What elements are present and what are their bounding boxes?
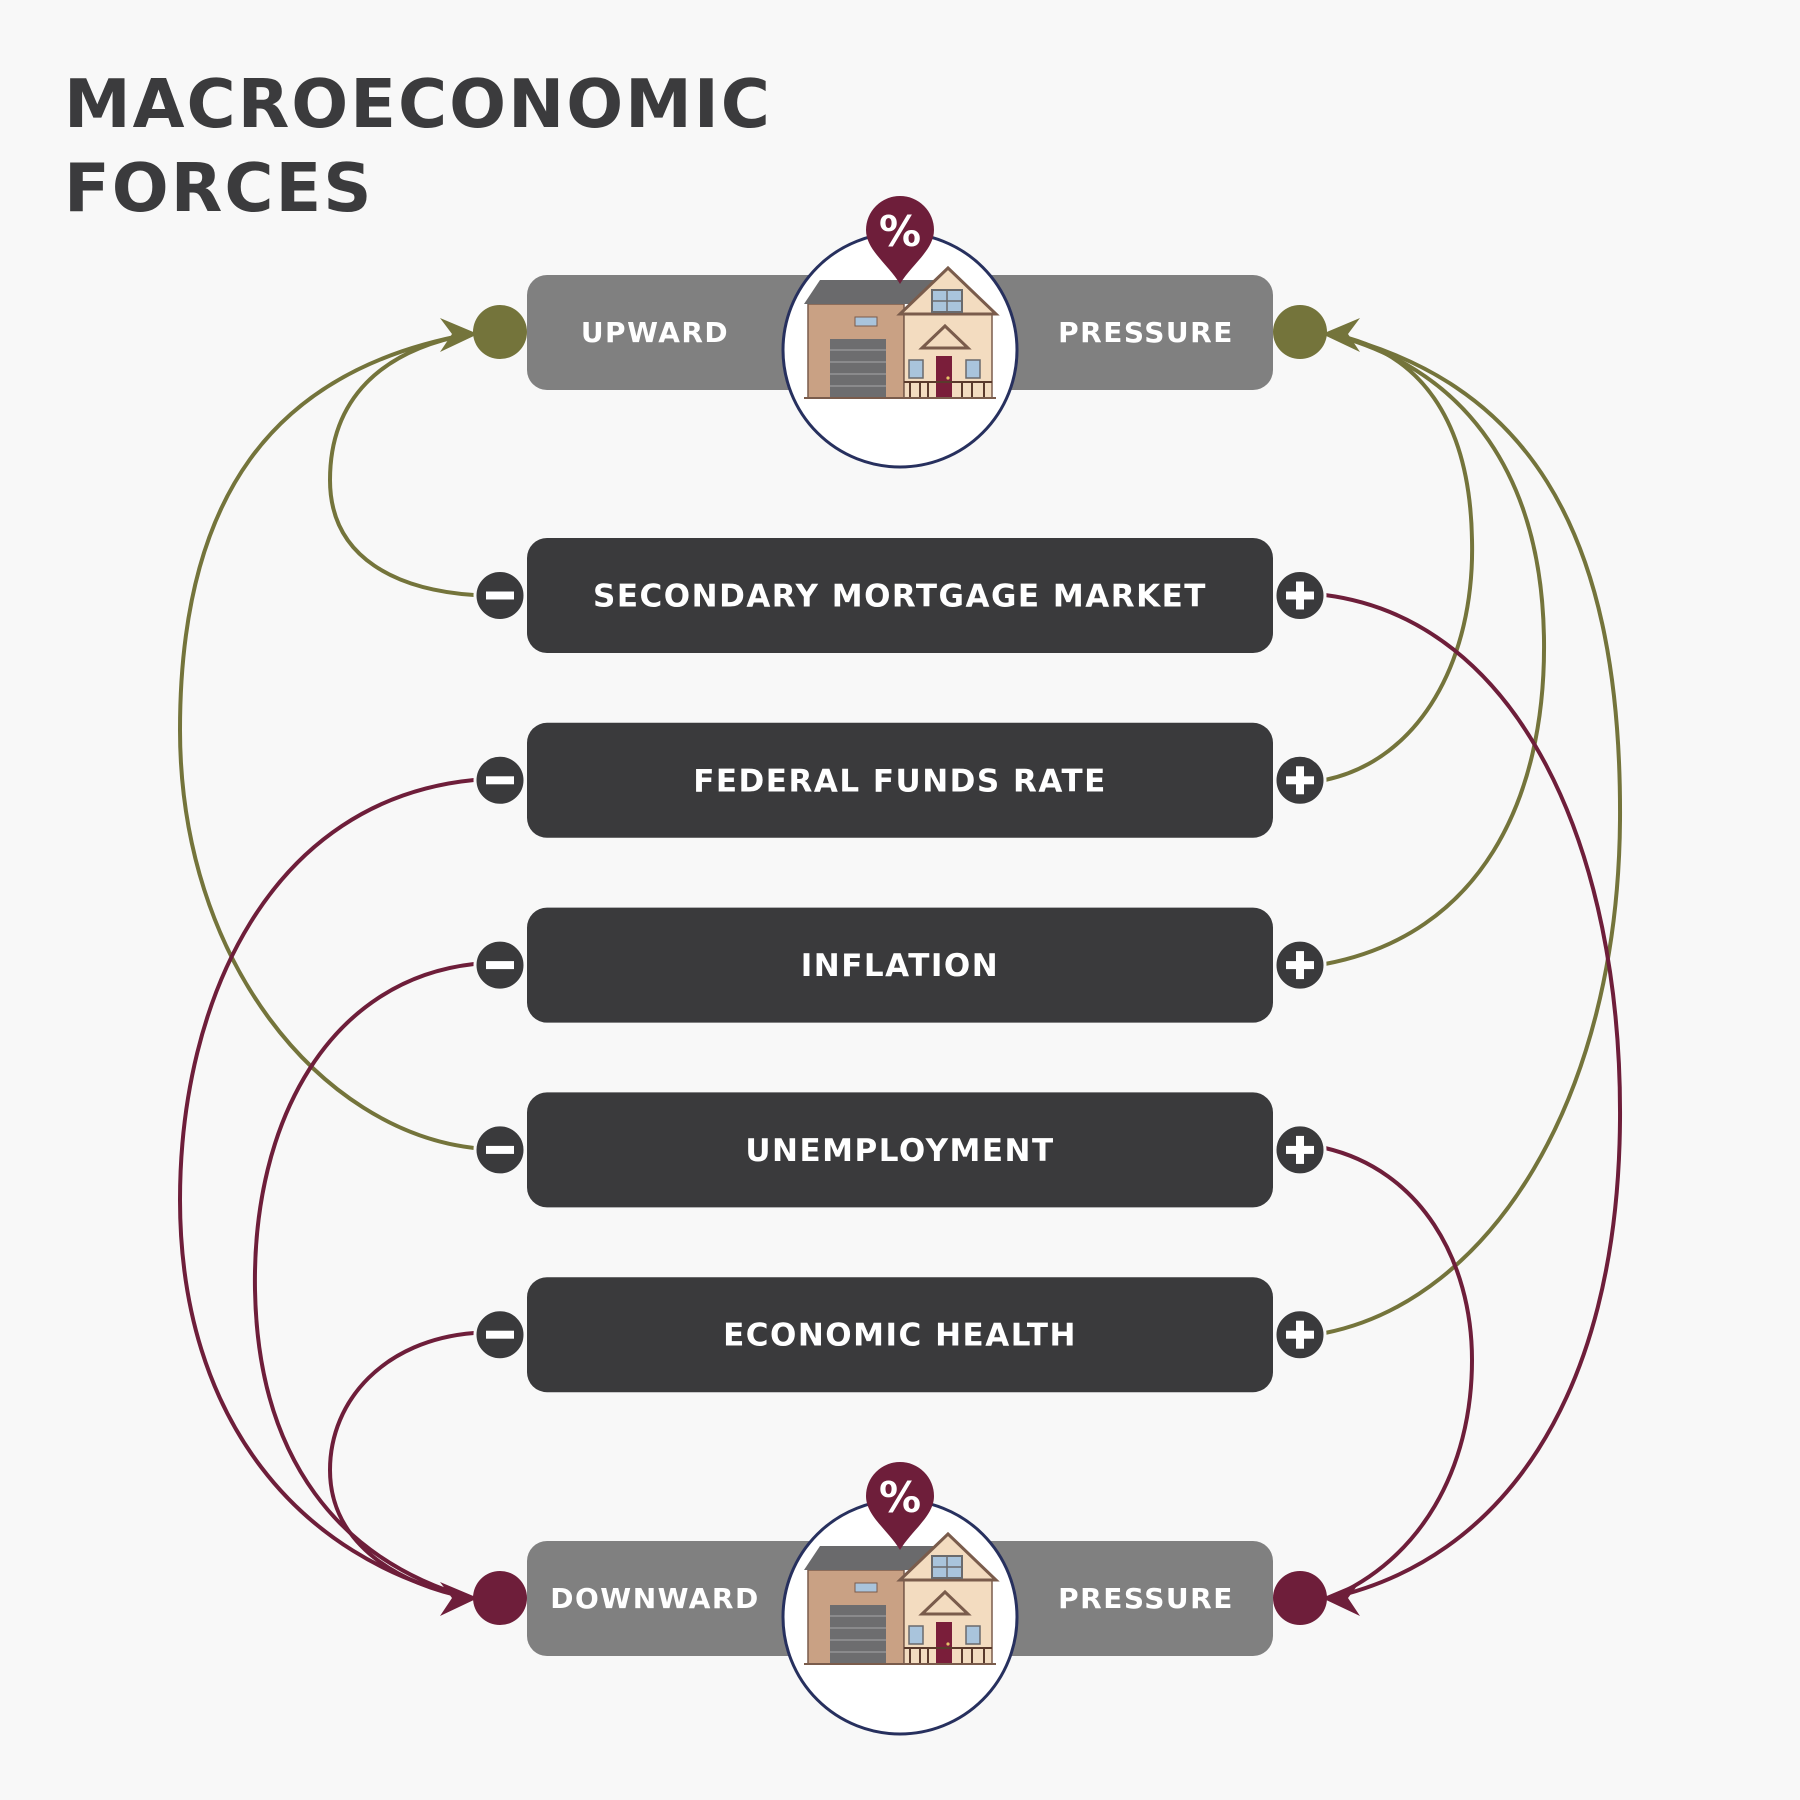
minus-icon	[473, 1308, 527, 1362]
factor-bar	[527, 538, 1273, 653]
arrowhead-downward-right	[1322, 1582, 1360, 1616]
downward-pressure-bar: DOWNWARD PRESSURE %	[473, 1462, 1327, 1736]
factor-label: ECONOMIC HEALTH	[723, 1318, 1077, 1354]
arrowhead-downward-left	[440, 1582, 478, 1616]
minus-icon	[473, 938, 527, 992]
curve-unemployment-plus-to-downward	[1324, 1146, 1475, 1600]
upward-left-node	[473, 305, 527, 359]
factor-bar	[527, 722, 1273, 838]
curve-economichealth-minus-to-downward	[327, 1331, 475, 1600]
downward-right-label: PRESSURE	[1058, 1582, 1234, 1615]
factor-list: SECONDARY MORTGAGE MARKET FEDERAL FUNDS R…	[473, 538, 1327, 1393]
connection-curves	[177, 332, 1623, 1600]
upward-house-icon	[802, 266, 998, 400]
downward-right-node	[1273, 1571, 1327, 1625]
page-title: MACROECONOMIC FORCES	[64, 62, 772, 230]
curve-inflation-plus-to-upward	[1324, 332, 1547, 966]
minus-icon	[473, 569, 527, 622]
downward-house-icon	[802, 1532, 998, 1666]
plus-icon	[1273, 569, 1327, 622]
factor-row-secondary-mortgage-market: SECONDARY MORTGAGE MARKET	[473, 538, 1327, 653]
factor-row-economic-health: ECONOMIC HEALTH	[473, 1277, 1327, 1393]
arrowhead-upward-left	[440, 318, 478, 352]
curve-fedfunds-plus-to-upward	[1324, 332, 1475, 782]
factor-label: UNEMPLOYMENT	[745, 1133, 1054, 1169]
upward-right-label: PRESSURE	[1058, 316, 1234, 349]
factor-bar	[527, 1277, 1273, 1393]
plus-icon	[1273, 1308, 1327, 1362]
upward-pressure-bar: UPWARD PRESSURE %	[473, 196, 1327, 469]
upward-left-label: UPWARD	[581, 316, 729, 349]
curve-fedfunds-minus-to-downward	[177, 778, 475, 1600]
downward-left-node	[473, 1571, 527, 1625]
downward-percent-badge: %	[879, 1473, 921, 1522]
downward-left-label: DOWNWARD	[550, 1582, 759, 1615]
curve-unemployment-minus-to-upward	[177, 332, 475, 1150]
factor-row-federal-funds-rate: FEDERAL FUNDS RATE	[473, 722, 1327, 838]
upward-percent-badge: %	[879, 207, 921, 256]
factor-row-inflation: INFLATION	[473, 907, 1327, 1023]
plus-icon	[1273, 753, 1327, 807]
plus-icon	[1273, 1123, 1327, 1177]
title-line-2: FORCES	[64, 149, 374, 227]
plus-icon	[1273, 938, 1327, 992]
factor-bar	[527, 1092, 1273, 1208]
minus-icon	[473, 753, 527, 807]
factor-bar	[527, 907, 1273, 1023]
curve-economichealth-plus-to-upward	[1324, 332, 1623, 1335]
upward-right-node	[1273, 305, 1327, 359]
curve-secondary-minus-to-upward	[327, 332, 475, 597]
factor-label: INFLATION	[801, 948, 999, 984]
minus-icon	[473, 1123, 527, 1177]
curve-inflation-minus-to-downward	[252, 962, 475, 1600]
factor-row-unemployment: UNEMPLOYMENT	[473, 1092, 1327, 1208]
arrowheads	[440, 318, 1360, 1616]
factor-label: FEDERAL FUNDS RATE	[693, 763, 1107, 799]
title-line-1: MACROECONOMIC	[64, 65, 772, 143]
curve-secondary-plus-to-downward	[1324, 593, 1623, 1600]
factor-label: SECONDARY MORTGAGE MARKET	[593, 579, 1207, 615]
arrowhead-upward-right	[1322, 318, 1360, 352]
